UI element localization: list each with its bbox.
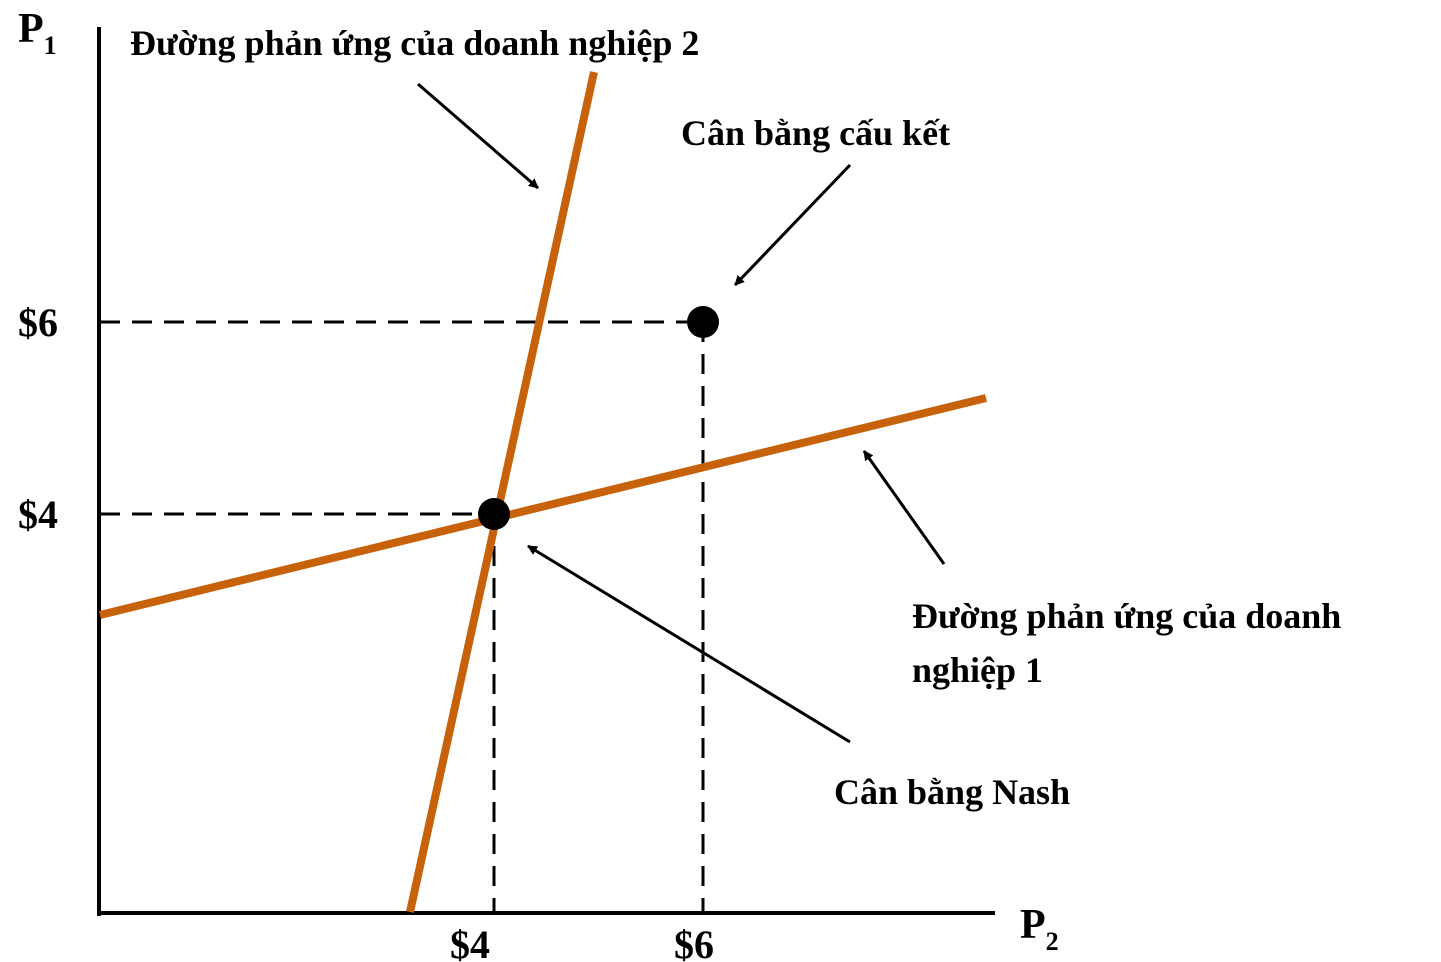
x-tick-6: $6	[674, 922, 714, 962]
firm2-reaction-curve	[406, 71, 598, 913]
x-axis-label: P2	[1020, 902, 1059, 956]
x-tick-4: $4	[450, 922, 490, 962]
y-tick-4: $4	[18, 492, 58, 537]
y-axis-label: P1	[18, 6, 57, 60]
firm2-reaction-label: Đường phản ứng của doanh nghiệp 2	[130, 23, 699, 63]
firm1-reaction-label-line2: nghiệp 1	[912, 650, 1043, 690]
y-tick-6: $6	[18, 300, 58, 345]
arrow-firm2-reaction	[417, 82, 539, 190]
nash-equilibrium-point	[478, 498, 510, 530]
firm1-reaction-curve	[99, 394, 987, 619]
arrow-firm1-reaction	[862, 450, 946, 565]
firm1-reaction-label-line1: Đường phản ứng của doanh	[912, 596, 1341, 636]
nash-equilibrium-label: Cân bằng Nash	[834, 772, 1070, 812]
collusive-equilibrium-label: Cân bằng cấu kết	[681, 113, 950, 153]
arrow-collusive	[733, 163, 852, 287]
arrow-nash	[527, 544, 851, 744]
collusive-equilibrium-point	[687, 306, 719, 338]
